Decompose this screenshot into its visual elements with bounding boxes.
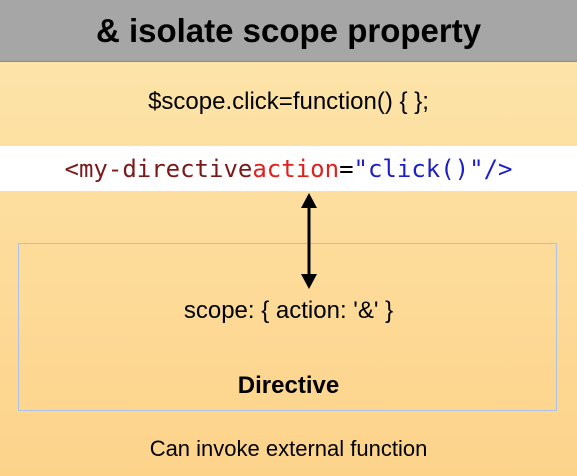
title-bar: & isolate scope property: [0, 0, 577, 62]
code-tag-close: />: [483, 154, 513, 183]
code-equals: =: [339, 154, 354, 183]
diagram-title: & isolate scope property: [95, 11, 482, 49]
directive-label: Directive: [237, 372, 340, 399]
code-attribute-value: "click()": [353, 154, 484, 183]
directive-markup-code: <my-directive action="click()" />: [0, 146, 577, 191]
caption: Can invoke external function: [149, 436, 428, 461]
code-attribute-name: action: [252, 154, 340, 183]
scope-function-assignment: $scope.click=function() { };: [148, 88, 429, 115]
code-tag-open: <my-directive: [64, 154, 253, 183]
double-arrow-icon: [301, 193, 317, 289]
isolate-scope-declaration: scope: { action: '&' }: [183, 297, 394, 324]
directive-box: [18, 243, 557, 411]
